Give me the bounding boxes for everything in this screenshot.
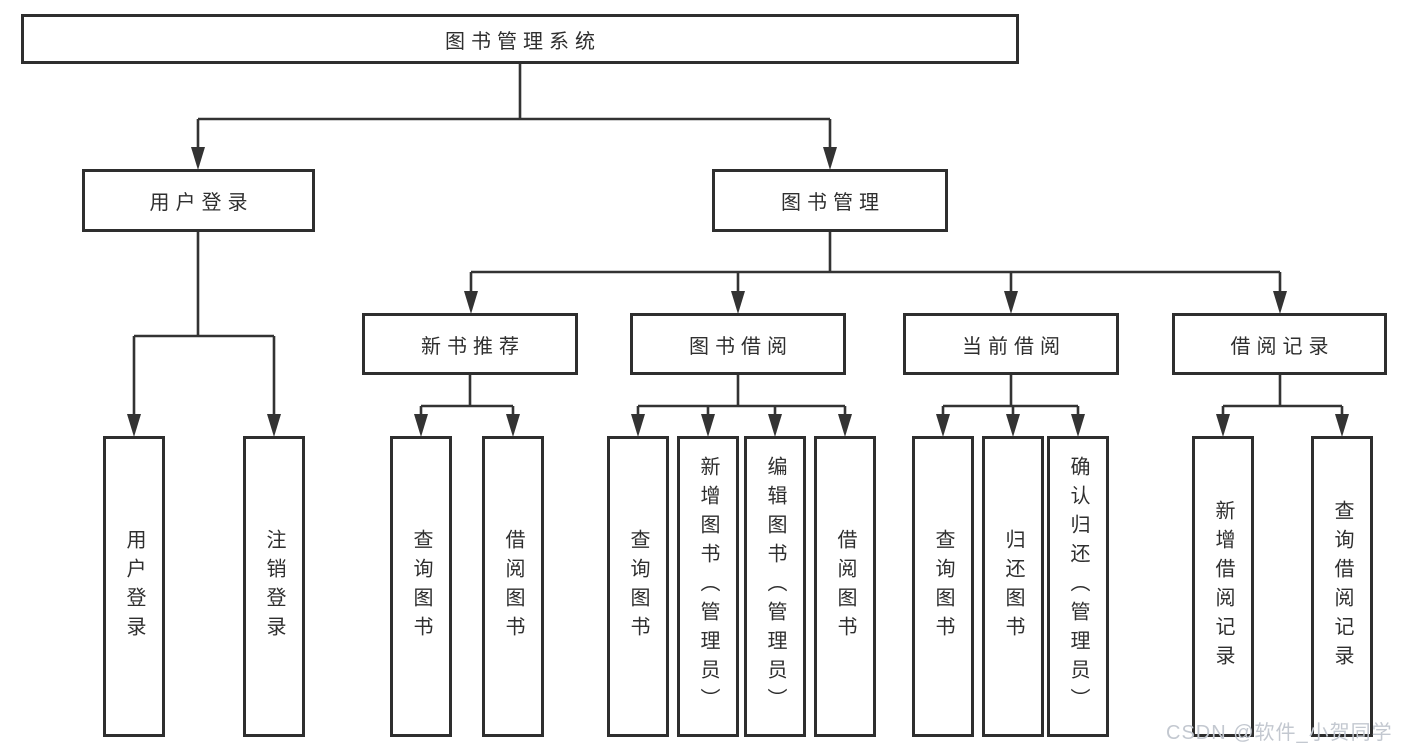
- node-label: 新增图书（管理员）: [697, 456, 719, 717]
- arrowhead: [768, 414, 782, 437]
- arrowhead: [1273, 291, 1287, 314]
- leaf-query-borrow-record: 查询借阅记录: [1311, 436, 1373, 737]
- arrowhead: [1071, 414, 1085, 437]
- leaf-query-books-recommend: 查询图书: [390, 436, 452, 737]
- arrowhead: [936, 414, 950, 437]
- csdn-watermark: CSDN @软件_小贺同学: [1166, 722, 1393, 744]
- node-label: 借阅图书: [834, 528, 856, 645]
- node-label: 新增借阅记录: [1212, 499, 1234, 674]
- node-label: 用户登录: [149, 192, 254, 214]
- node-user-login: 用户登录: [82, 169, 315, 232]
- node-label: 注销登录: [263, 528, 285, 645]
- arrowhead: [191, 147, 205, 170]
- leaf-user-login: 用户登录: [103, 436, 165, 737]
- node-label: 查询图书: [627, 528, 649, 645]
- leaf-edit-book-admin: 编辑图书（管理员）: [744, 436, 806, 737]
- arrowhead: [1006, 414, 1020, 437]
- node-borrowing-records: 借阅记录: [1172, 313, 1387, 375]
- arrowhead: [1335, 414, 1349, 437]
- node-label: 用户登录: [123, 528, 145, 645]
- node-label: 图书管理系统: [445, 30, 601, 53]
- node-label: 借阅图书: [502, 528, 524, 645]
- node-current-borrowing: 当前借阅: [903, 313, 1119, 375]
- node-system-root: 图书管理系统: [21, 14, 1019, 64]
- arrowhead: [127, 414, 141, 437]
- node-label: 编辑图书（管理员）: [764, 456, 786, 717]
- arrowhead: [506, 414, 520, 437]
- node-label: 借阅记录: [1230, 335, 1335, 358]
- node-label: 新书推荐: [421, 335, 525, 358]
- node-book-management: 图书管理: [712, 169, 948, 232]
- leaf-confirm-return-admin: 确认归还（管理员）: [1047, 436, 1109, 737]
- node-label: 确认归还（管理员）: [1067, 456, 1089, 717]
- node-label: 查询图书: [410, 528, 432, 645]
- node-label: 当前借阅: [962, 335, 1066, 358]
- leaf-add-book-admin: 新增图书（管理员）: [677, 436, 739, 737]
- node-label: 查询借阅记录: [1331, 499, 1353, 674]
- arrowhead: [631, 414, 645, 437]
- node-label: 查询图书: [932, 528, 954, 645]
- arrowhead: [1216, 414, 1230, 437]
- leaf-borrow-books-recommend: 借阅图书: [482, 436, 544, 737]
- tree-edges: [132, 64, 1344, 416]
- leaf-add-borrow-record: 新增借阅记录: [1192, 436, 1254, 737]
- arrowhead: [701, 414, 715, 437]
- arrowhead: [414, 414, 428, 437]
- node-new-book-recommend: 新书推荐: [362, 313, 578, 375]
- leaf-logout: 注销登录: [243, 436, 305, 737]
- arrowhead: [464, 291, 478, 314]
- arrowhead: [823, 147, 837, 170]
- leaf-query-books-current: 查询图书: [912, 436, 974, 737]
- node-book-borrowing: 图书借阅: [630, 313, 846, 375]
- node-label: 归还图书: [1002, 528, 1024, 645]
- leaf-borrow-books: 借阅图书: [814, 436, 876, 737]
- arrowhead: [1004, 291, 1018, 314]
- leaf-return-books: 归还图书: [982, 436, 1044, 737]
- node-label: 图书借阅: [689, 335, 793, 358]
- arrowhead: [731, 291, 745, 314]
- arrowhead: [267, 414, 281, 437]
- node-label: 图书管理: [781, 192, 885, 214]
- arrowhead: [838, 414, 852, 437]
- leaf-query-books-borrowing: 查询图书: [607, 436, 669, 737]
